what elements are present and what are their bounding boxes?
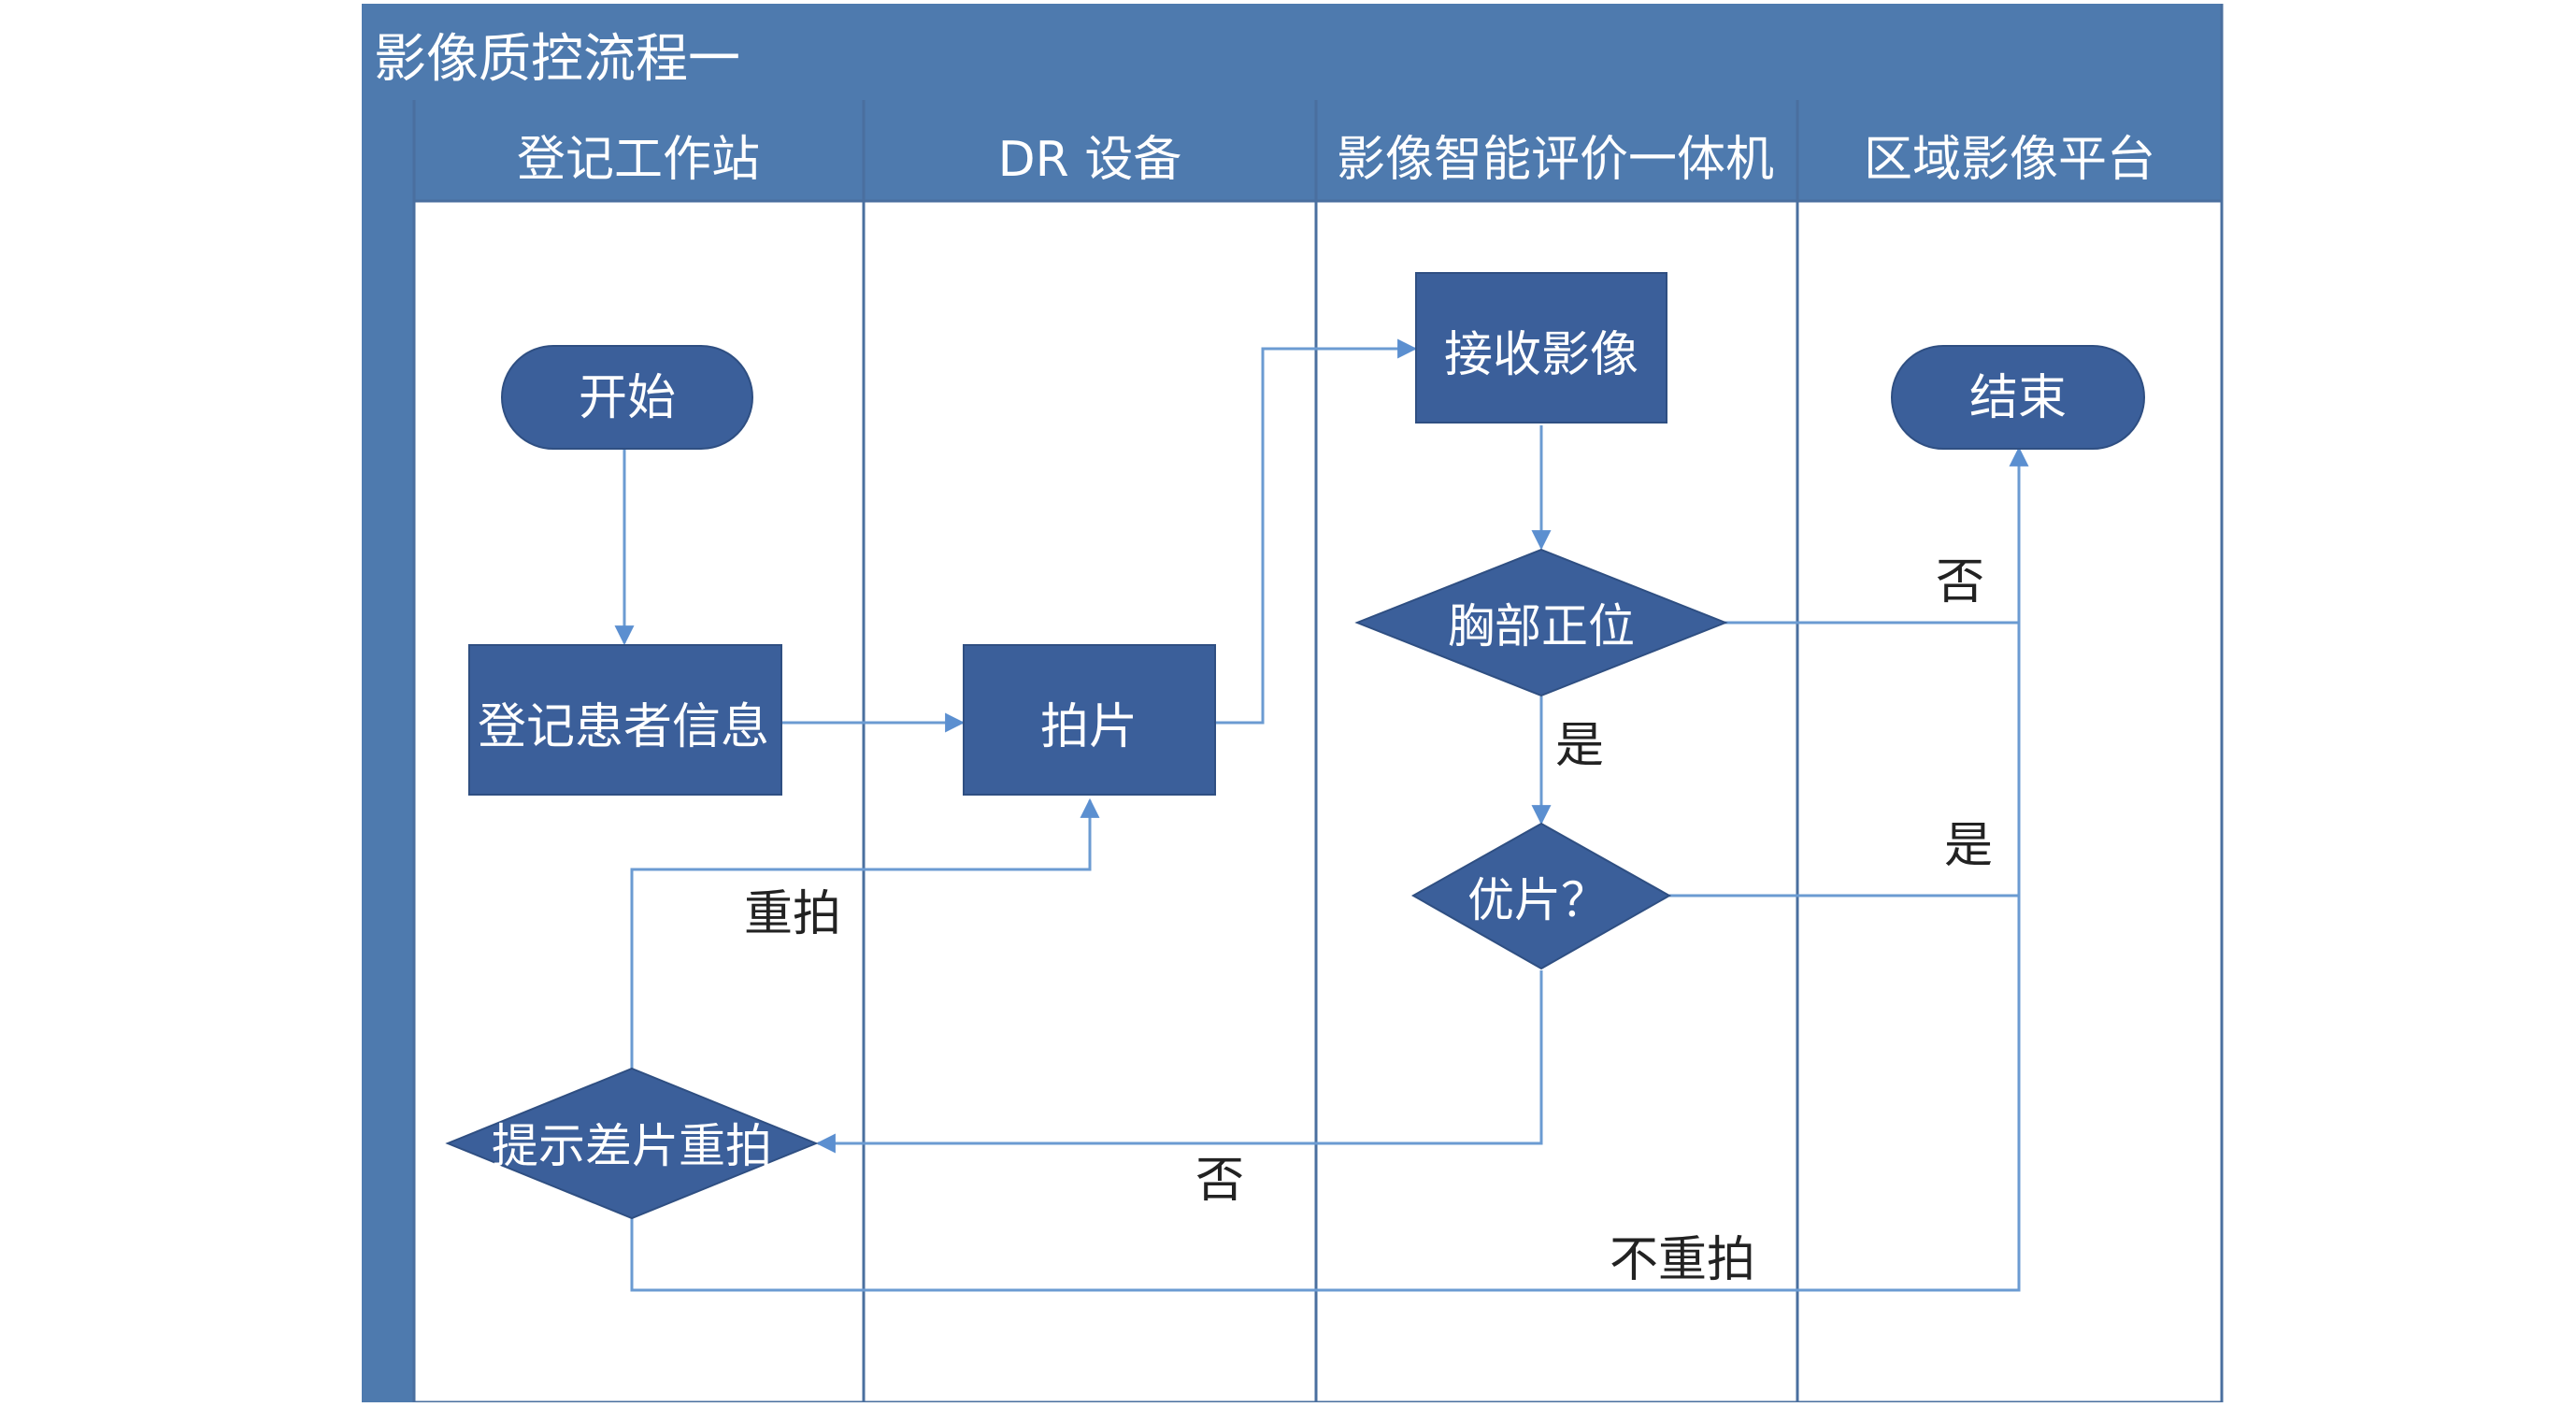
node-end: 结束 — [1891, 345, 2145, 450]
receive-process — [1415, 272, 1667, 424]
register-label: 登记患者信息 — [478, 699, 769, 755]
edge-label-no-retake: 不重拍 — [1610, 1232, 1755, 1288]
good-film-decision — [1410, 822, 1672, 970]
pool-title-bar — [362, 4, 2222, 100]
pool-left-band — [362, 100, 414, 1402]
node-register: 登记患者信息 — [468, 644, 782, 796]
edge-label-retake: 重拍 — [744, 886, 841, 942]
retake-prompt-label: 提示差片重拍 — [492, 1119, 772, 1173]
start-terminator — [501, 345, 753, 450]
node-shoot: 拍片 — [963, 644, 1216, 796]
shoot-label: 拍片 — [1040, 699, 1138, 755]
shoot-process — [963, 644, 1216, 796]
lane-header-row — [414, 100, 2222, 201]
edge-label-chest-yes: 是 — [1555, 718, 1604, 774]
connector-no-retake-to-end — [630, 896, 2021, 1292]
edge-label-good-no: 否 — [1195, 1153, 1244, 1209]
lane-header-label: 影像智能评价一体机 — [1337, 132, 1774, 188]
good-film-label: 优片？ — [1467, 873, 1608, 927]
node-receive: 接收影像 — [1415, 272, 1667, 424]
edge-label-chest-no: 否 — [1936, 554, 1984, 610]
node-chest-position: 胸部正位 — [1354, 548, 1728, 697]
connectors — [614, 338, 2029, 1292]
chest-position-label: 胸部正位 — [1448, 599, 1635, 653]
end-label: 结束 — [1969, 370, 2067, 426]
pool-title: 影像质控流程一 — [374, 29, 740, 90]
node-good-film: 优片？ — [1410, 822, 1672, 970]
node-retake-prompt: 提示差片重拍 — [445, 1067, 819, 1220]
start-label: 开始 — [579, 370, 676, 426]
end-terminator — [1891, 345, 2145, 450]
connector-shoot-to-receive — [1215, 338, 1418, 725]
lane-header-label: DR 设备 — [998, 132, 1182, 188]
receive-label: 接收影像 — [1444, 327, 1639, 383]
register-process — [468, 644, 782, 796]
chest-position-decision — [1354, 548, 1728, 697]
connector-retake-to-shoot — [630, 797, 1100, 1069]
connector-good-no-to-retake — [815, 970, 1543, 1154]
edge-label-good-yes: 是 — [1944, 818, 1993, 874]
lane-header-label: 区域影像平台 — [1864, 132, 2155, 188]
lane-header-label: 登记工作站 — [517, 132, 760, 188]
retake-prompt-decision — [445, 1067, 819, 1220]
node-start: 开始 — [501, 345, 753, 450]
